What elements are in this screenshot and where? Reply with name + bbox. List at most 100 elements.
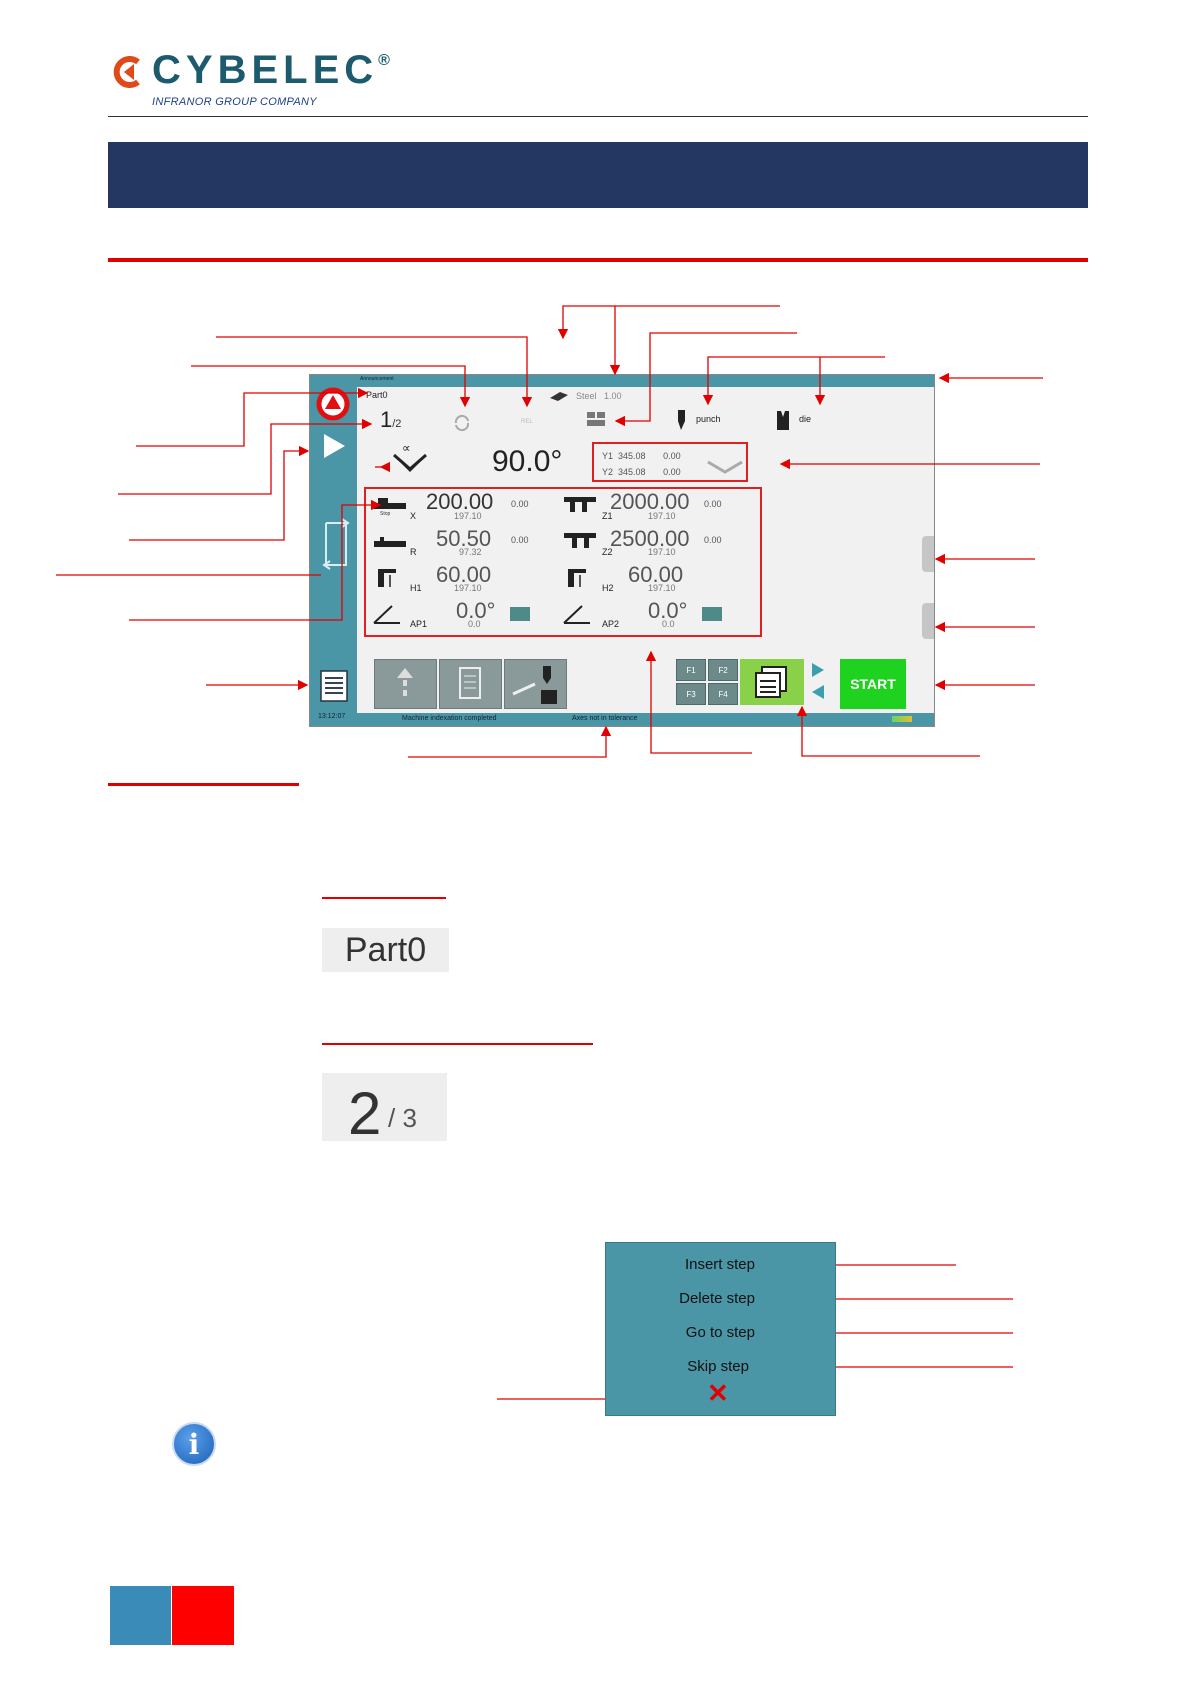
die-label[interactable]: die [799,414,812,424]
axis-z2-value[interactable]: 2500.00 [610,526,690,551]
stop-icon[interactable] [316,387,350,421]
backgauge-r-icon [372,535,410,551]
footer-red-block [172,1586,234,1645]
play-icon[interactable] [320,431,348,461]
axis-h2-actual: 197.10 [648,583,676,593]
axis-z1-corr: 0.00 [704,499,722,509]
tool-layout-icon[interactable] [585,409,607,429]
ap1-mode-icon[interactable] [510,607,530,621]
axes-grid: Stop X 200.00 197.10 0.00 R 50.50 97.32 … [364,487,762,637]
backgauge-x-icon [372,495,410,515]
step-nav-arrows-icon[interactable] [810,661,826,701]
bend-angle-icon [390,445,430,475]
axis-h1-actual: 197.10 [454,583,482,593]
topbar-caption: Announcement [360,376,394,382]
program-name[interactable]: Part0 [366,390,388,400]
y2-row: Y2 345.08 0.00 [602,467,681,477]
axis-h2-value[interactable]: 60.00 [628,562,684,587]
rel-label[interactable]: REL [521,419,533,425]
axis-ap2-value[interactable]: 0.0° [648,598,688,623]
screen-top-bar: Announcement [310,375,934,387]
section-heading-rule [108,783,299,786]
height-h2-icon [566,567,590,589]
y-axes-box: Y1 345.08 0.00 Y2 345.08 0.00 [592,442,748,482]
menu-go-to-step[interactable]: Go to step [685,1324,755,1341]
axis-z2-label: Z2 [602,547,613,557]
main-screen-mockup: Announcement Part0 1/2 REL Steel 1.00 pu… [309,374,935,727]
title-band [108,142,1088,208]
bend-preview-icon [706,454,744,476]
bend-sequence-button[interactable] [374,659,437,709]
axis-h2-label: H2 [602,583,614,593]
height-h1-icon [376,567,400,589]
brand-name: CYBELEC® [152,48,390,92]
brand-tagline: INFRANOR GROUP COMPANY [152,96,317,108]
status-indicator [892,716,912,722]
stop-caption: Stop [380,511,391,517]
axis-h1-value[interactable]: 60.00 [436,562,492,587]
step-list-icon[interactable] [319,669,349,703]
step-counter-example: 2/ 3 [322,1073,447,1147]
axis-ap1-actual: 0.0 [468,619,481,629]
f4-key[interactable]: F4 [708,683,738,705]
section-red-rule [108,258,1088,262]
refresh-icon[interactable] [452,413,472,433]
axis-z1-label: Z1 [602,511,613,521]
info-icon: i [172,1422,216,1466]
f1-key[interactable]: F1 [676,659,706,681]
status-tolerance: Axes not in tolerance [572,715,638,722]
f3-key[interactable]: F3 [676,683,706,705]
axis-z2-actual: 197.10 [648,547,676,557]
angle-value[interactable]: 90.0° [492,445,563,478]
axis-z1-value[interactable]: 2000.00 [610,489,690,514]
subheading-rule-1 [322,897,446,899]
right-side-tab-1[interactable] [922,536,934,572]
axis-ap1-value[interactable]: 0.0° [456,598,496,623]
cybelec-logo-icon [112,56,144,88]
start-button[interactable]: START [840,659,906,709]
axis-r-corr: 0.00 [511,535,529,545]
axis-z1-actual: 197.10 [648,511,676,521]
axis-h1-label: H1 [410,583,422,593]
menu-insert-step[interactable]: Insert step [684,1256,755,1273]
header-divider [108,116,1088,117]
step-counter[interactable]: 1/2 [380,407,402,432]
angle-ap2-icon [562,603,592,625]
die-icon[interactable] [776,409,790,431]
axis-ap1-label: AP1 [410,619,428,629]
material-label[interactable]: Steel 1.00 [576,391,622,401]
angle-ap1-icon [372,603,402,625]
cycle-mode-icon[interactable] [316,515,352,575]
punch-label[interactable]: punch [696,414,721,424]
program-document-button[interactable] [439,659,502,709]
axis-z2-corr: 0.00 [704,535,722,545]
status-bar [357,713,934,726]
axis-r-value[interactable]: 50.50 [436,526,492,551]
menu-delete-step[interactable]: Delete step [679,1290,755,1307]
axis-ap2-label: AP2 [602,619,620,629]
clock: 13:12:07 [318,713,346,720]
menu-skip-step[interactable]: Skip step [687,1358,749,1375]
bending-view-button[interactable] [504,659,567,709]
ap2-mode-icon[interactable] [702,607,722,621]
finger-z2-icon [562,531,598,549]
axis-ap2-actual: 0.0 [662,619,675,629]
axis-r-actual: 97.32 [459,547,482,557]
close-icon[interactable]: ✕ [707,1378,729,1408]
footer-blue-block [110,1586,171,1645]
punch-icon[interactable] [676,409,688,431]
f2-key[interactable]: F2 [708,659,738,681]
axis-r-label: R [410,547,417,557]
right-side-tab-2[interactable] [922,603,934,639]
axis-x-value[interactable]: 200.00 [426,489,494,514]
y1-row: Y1 345.08 0.00 [602,451,681,461]
axis-x-label: X [410,511,417,521]
axis-x-corr: 0.00 [511,499,529,509]
step-menu-button[interactable] [740,659,804,705]
alpha-symbol: ∝ [402,441,411,455]
axis-x-actual: 197.10 [454,511,482,521]
material-icon[interactable] [548,389,570,401]
step-menu-popup: Insert step Delete step Go to step Skip … [605,1242,836,1416]
program-name-example: Part0 [322,928,449,972]
subheading-rule-2 [322,1043,593,1045]
